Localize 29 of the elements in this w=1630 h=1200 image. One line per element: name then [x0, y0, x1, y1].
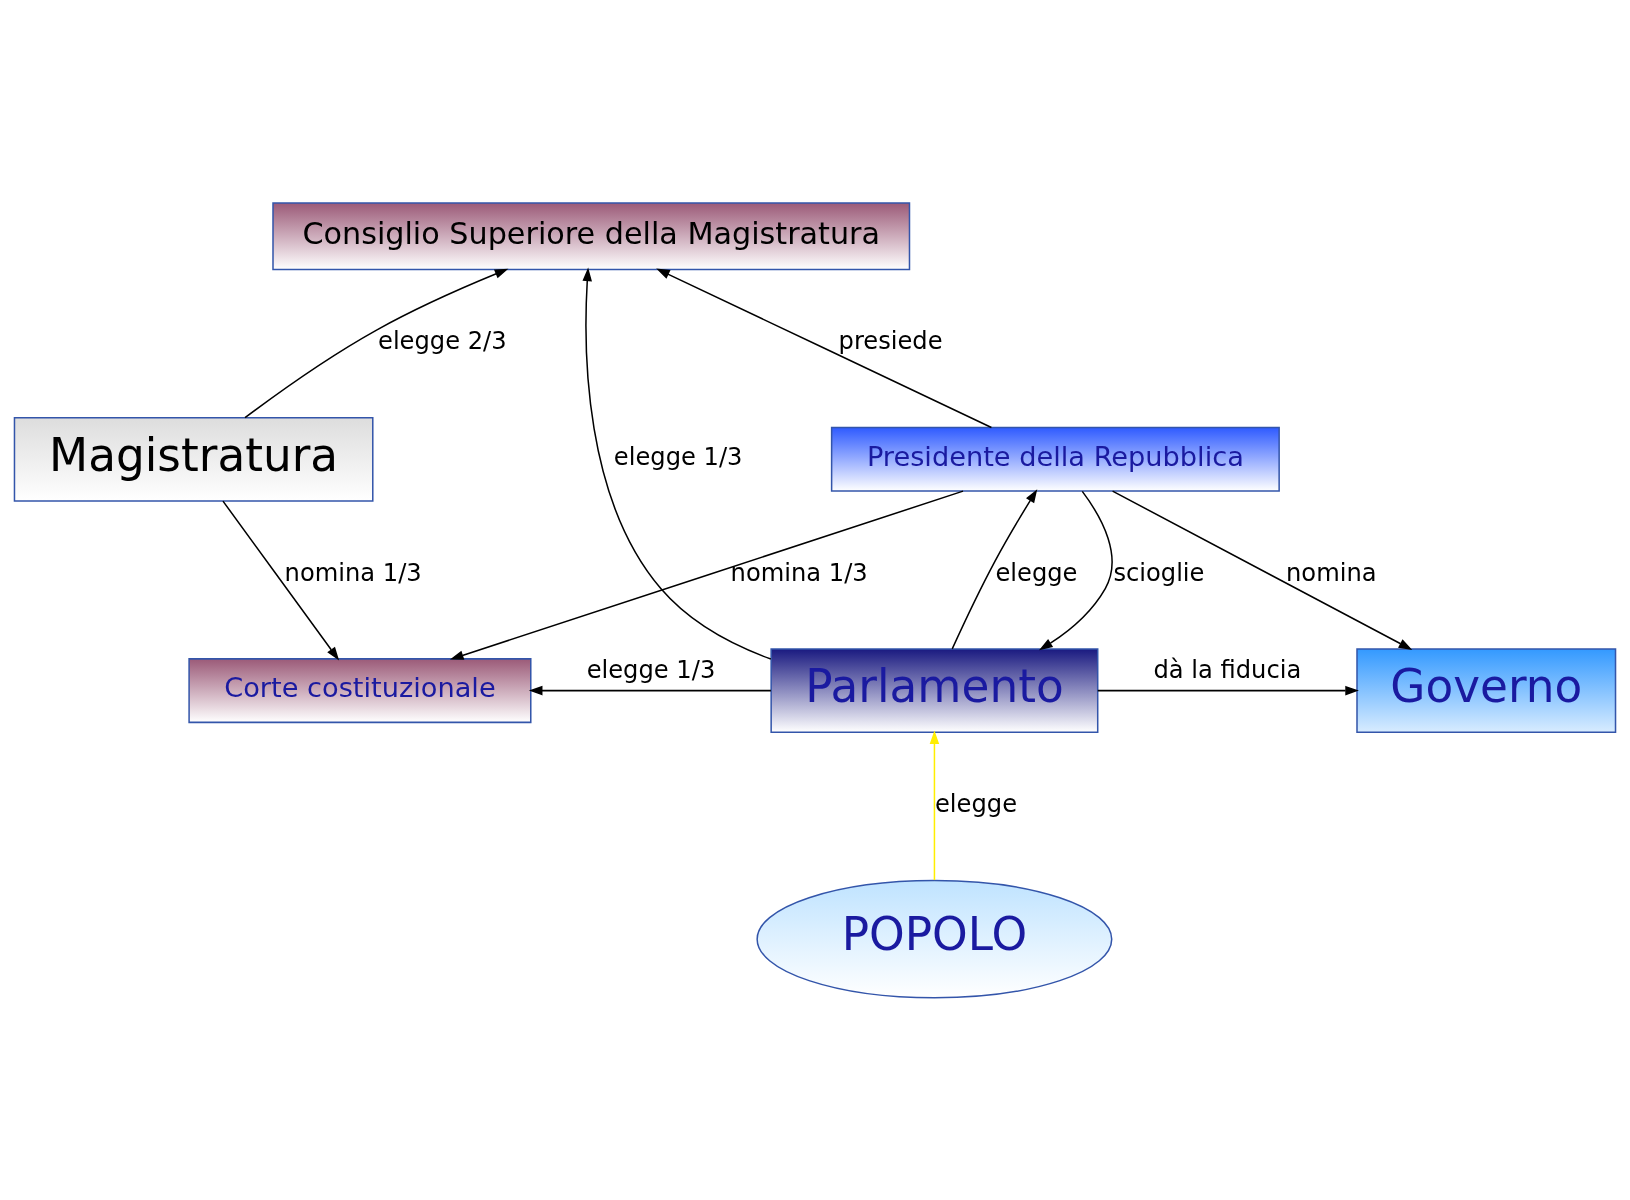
node-ellipse: POPOLO	[756, 879, 1113, 999]
edge-label: nomina	[1286, 558, 1377, 587]
arrow	[951, 488, 1038, 650]
edge-label: elegge 1/3	[586, 655, 716, 684]
arrow	[656, 268, 993, 428]
edge-label: presiede	[838, 326, 943, 355]
edge-label: nomina 1/3	[284, 558, 422, 587]
node-box: Magistratura	[13, 416, 374, 502]
node-box: Governo	[1356, 647, 1617, 733]
edge-label: elegge	[935, 789, 1018, 818]
node-box: Parlamento	[770, 647, 1099, 733]
arrow	[929, 729, 940, 881]
arrow	[582, 267, 772, 660]
edge-label: elegge	[995, 558, 1078, 587]
arrow	[244, 268, 509, 418]
arrow	[222, 499, 340, 661]
edge-label: dà la fiducia	[1153, 655, 1302, 684]
edge-label: elegge 1/3	[613, 442, 743, 471]
edge-label: elegge 2/3	[378, 326, 507, 355]
arrow	[1039, 490, 1113, 650]
node-box: Corte costituzionale	[188, 657, 532, 723]
node-box: Consiglio Superiore della Magistratura	[272, 201, 911, 270]
node-box: Presidente della Repubblica	[830, 426, 1280, 492]
arrow	[449, 489, 964, 660]
arrow	[1111, 489, 1413, 650]
edge-label: scioglie	[1113, 558, 1205, 587]
arrow	[528, 685, 772, 695]
arrow	[1097, 685, 1359, 695]
edge-label: nomina 1/3	[730, 558, 868, 587]
